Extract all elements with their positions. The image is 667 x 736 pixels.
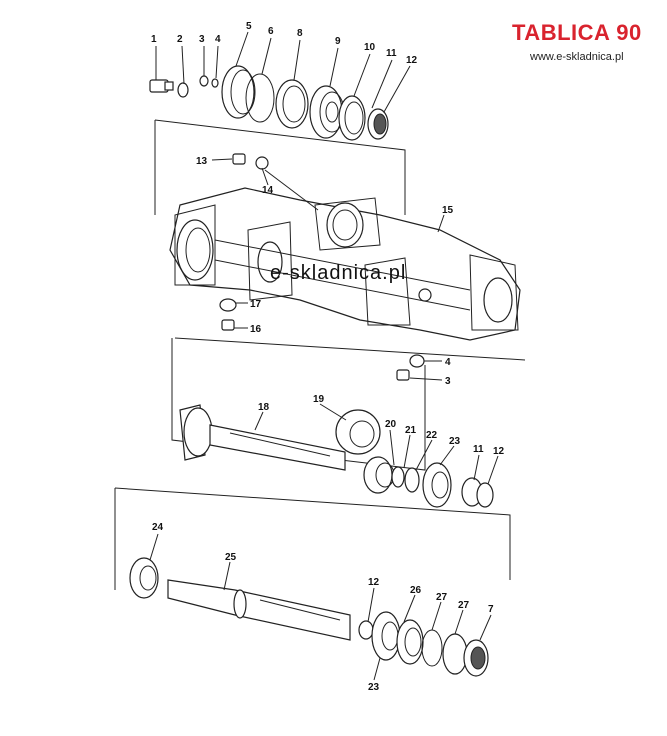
ring-part [338,95,366,141]
axle-housing-part [169,187,521,341]
shaft-part [179,404,346,471]
washer-part [255,156,269,170]
washer-part [409,354,425,368]
nut-part [199,75,209,87]
seal-part [367,108,389,140]
frame-line [154,119,406,215]
website-url: www.e-skladnica.pl [530,51,624,63]
bearing-part [371,611,401,661]
callout-4: 4 [215,34,221,45]
callout-16: 16 [250,324,262,335]
bearing-part [422,462,452,508]
washer-part [219,298,237,312]
callout-25: 25 [225,552,237,563]
cover-part [221,65,256,119]
callout-27: 27 [436,592,448,603]
seal-part [476,482,494,508]
callout-15: 15 [442,205,454,216]
ring-part [442,633,468,675]
bevel-gear-part [335,409,381,455]
callout-12b: 12 [493,446,505,457]
callout-19: 19 [313,394,325,405]
bolt-part [149,79,174,93]
callout-14: 14 [262,185,274,196]
callout-23: 23 [449,436,461,447]
callout-7: 7 [488,604,494,615]
ring-part [358,620,374,640]
pinion-gear-part [129,557,159,599]
callout-18: 18 [258,402,270,413]
callout-22: 22 [426,430,438,441]
washer-part [177,82,189,98]
callout-11: 11 [386,48,397,59]
callout-6: 6 [268,26,274,37]
page-title: TABLICA 90 [512,20,642,45]
callout-3: 3 [199,34,205,45]
callout-12c: 12 [368,577,380,588]
ring-part [391,466,405,488]
watermark-text: e-skladnica.pl [270,262,407,284]
bearing-part [309,85,345,139]
o-ring-part [245,73,275,123]
callout-10: 10 [364,42,376,53]
plug-part [396,369,410,381]
seal-part [463,639,489,677]
callout-13: 13 [196,156,208,167]
callout-24: 24 [152,522,164,533]
callout-9: 9 [335,36,341,47]
shim-ring-part [275,79,309,129]
callout-5: 5 [246,21,252,32]
plug-part [232,153,246,165]
callout-8: 8 [297,28,303,39]
frame-line [174,337,526,361]
callout-26: 26 [410,585,422,596]
callout-12: 12 [406,55,418,66]
drive-shaft-part [167,579,351,641]
callout-17: 17 [250,299,262,310]
plug-part [221,319,235,331]
callout-27b: 27 [458,600,470,611]
callout-2: 2 [177,34,183,45]
bearing-part [396,619,424,665]
pinion-part [363,456,395,494]
shim-part [421,629,443,667]
frame-line [114,487,511,580]
callout-1: 1 [151,34,157,45]
callout-3b: 3 [445,376,451,387]
callout-21: 21 [405,425,417,436]
callout-4b: 4 [445,357,451,368]
callout-20: 20 [385,419,397,430]
ring-part [404,467,420,493]
callout-11b: 11 [473,444,484,455]
callout-23b: 23 [368,682,380,693]
washer-part [211,78,219,88]
